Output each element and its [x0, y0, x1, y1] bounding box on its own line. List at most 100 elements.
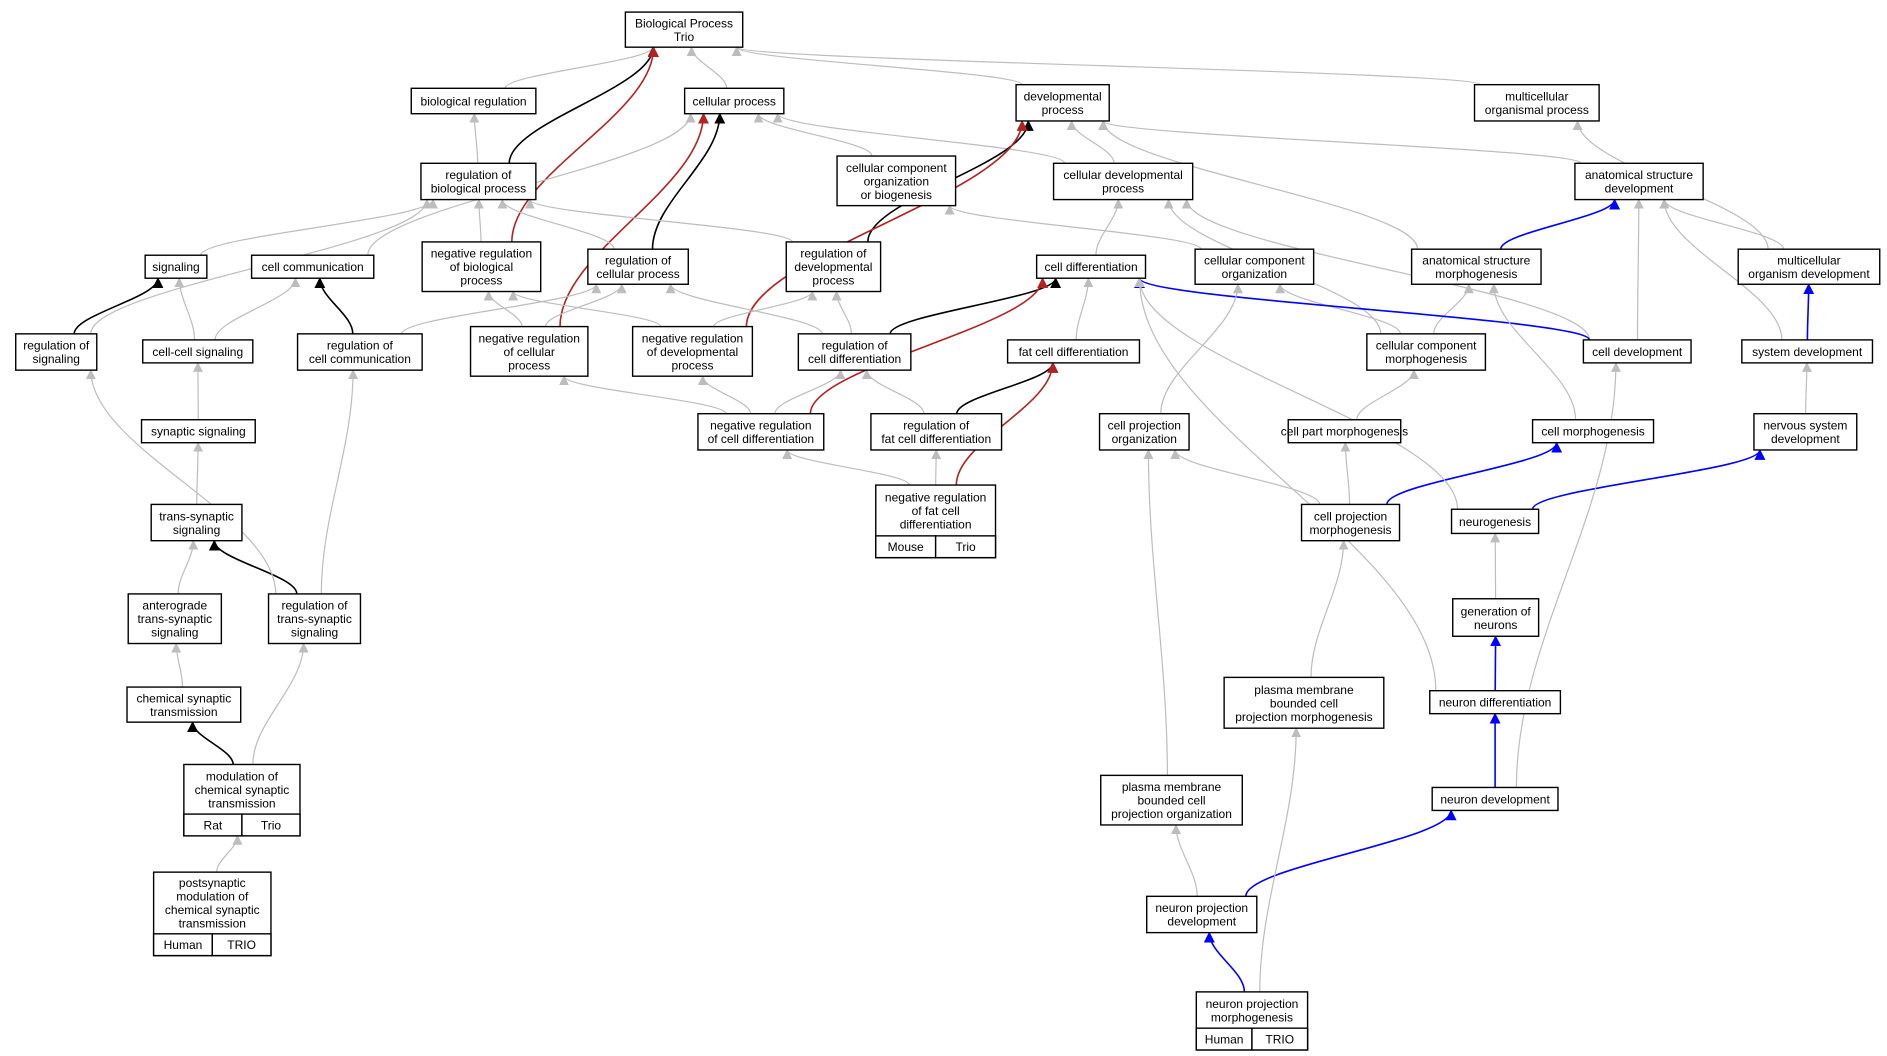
- node-neurdev[interactable]: neuron development: [1431, 786, 1559, 812]
- node-label-line: trans-synaptic: [277, 612, 352, 626]
- node-label-line: of cellular: [504, 345, 555, 359]
- edge-modchem-to-regtrans: [252, 642, 309, 765]
- node-neurdiff[interactable]: neuron differentiation: [1429, 689, 1562, 715]
- edge-nsdev-to-sysdev: [1801, 361, 1812, 414]
- node-box: [1429, 689, 1562, 715]
- node-label-line: postsynaptic: [179, 876, 246, 890]
- node-breg[interactable]: biological regulation: [410, 87, 537, 115]
- node-celldev[interactable]: cell development: [1582, 339, 1692, 364]
- edge-negregcd-to-celldiff: [809, 277, 1049, 414]
- node-label-line: developmental: [1024, 90, 1102, 104]
- node-box: [1574, 162, 1704, 201]
- node-cellproc[interactable]: cellular process: [683, 87, 785, 115]
- edge-transsyn-to-synsig: [193, 441, 204, 505]
- node-box: [631, 325, 754, 377]
- edge-cprojmorph-to-cporg: [1170, 449, 1321, 505]
- node-box: [1300, 503, 1401, 542]
- node-label-line: organization: [1222, 267, 1287, 281]
- species-cell: Trio: [241, 813, 301, 837]
- node-box: [1006, 339, 1141, 364]
- species-cell: Rat: [183, 813, 243, 837]
- node-box: [836, 155, 957, 207]
- edge-pmbcpo-to-cporg: [1143, 449, 1168, 776]
- node-ccsig[interactable]: cell-cell signaling: [142, 339, 254, 364]
- edge-regcomm-to-regcp: [401, 283, 602, 335]
- species-cell-label: TRIO: [1265, 1033, 1294, 1047]
- node-box: [420, 162, 537, 201]
- node-box: [1098, 412, 1190, 451]
- node-box: [1052, 162, 1194, 201]
- edge-ccsig-to-signaling: [174, 277, 196, 340]
- edge-regbp-to-breg: [469, 112, 480, 164]
- node-signaling[interactable]: signaling: [144, 254, 208, 279]
- node-box: [1146, 895, 1258, 934]
- node-celldiff[interactable]: cell differentiation: [1035, 254, 1147, 279]
- species-cell: TRIO: [1251, 1027, 1309, 1051]
- edge-cpmorph-to-ccmorph: [1356, 369, 1419, 420]
- node-label-line: trans-synaptic: [137, 612, 212, 626]
- edge-regcp-to-cellproc: [651, 112, 726, 250]
- node-label-line: multicellular: [1505, 90, 1568, 104]
- node-fatdiff[interactable]: fat cell differentiation: [1006, 339, 1141, 364]
- node-box: [797, 333, 912, 371]
- node-synsig[interactable]: synaptic signaling: [140, 419, 256, 444]
- node-box: [250, 254, 375, 279]
- node-label-line: projection morphogenesis: [1235, 710, 1372, 724]
- node-label-line: cellular component: [846, 161, 947, 175]
- node-label-line: chemical synaptic: [165, 903, 260, 917]
- node-box: [1582, 339, 1692, 364]
- edge-devproc-to-bp: [731, 46, 1023, 86]
- species-cell-label: TRIO: [227, 938, 256, 952]
- node-cpmorph[interactable]: cell part morphogenesis: [1281, 419, 1408, 444]
- node-sysdev[interactable]: system development: [1741, 339, 1874, 364]
- node-label-line: bounded cell: [1270, 696, 1338, 710]
- node-label-line: neuron differentiation: [1439, 696, 1552, 710]
- edge-fatdiff-to-celldiff: [1075, 277, 1094, 340]
- node-neurogen[interactable]: neurogenesis: [1450, 508, 1540, 535]
- node-label-line: signaling: [151, 626, 198, 640]
- node-label-line: process: [460, 274, 502, 288]
- node-label-line: negative regulation: [642, 331, 743, 345]
- node-cellcomm[interactable]: cell communication: [250, 254, 375, 279]
- node-cellmorph[interactable]: cell morphogenesis: [1531, 419, 1655, 444]
- node-box: [1473, 83, 1600, 122]
- edge-regcp-to-regbp: [497, 198, 615, 250]
- edge-celldev-to-celldiff: [1134, 277, 1591, 341]
